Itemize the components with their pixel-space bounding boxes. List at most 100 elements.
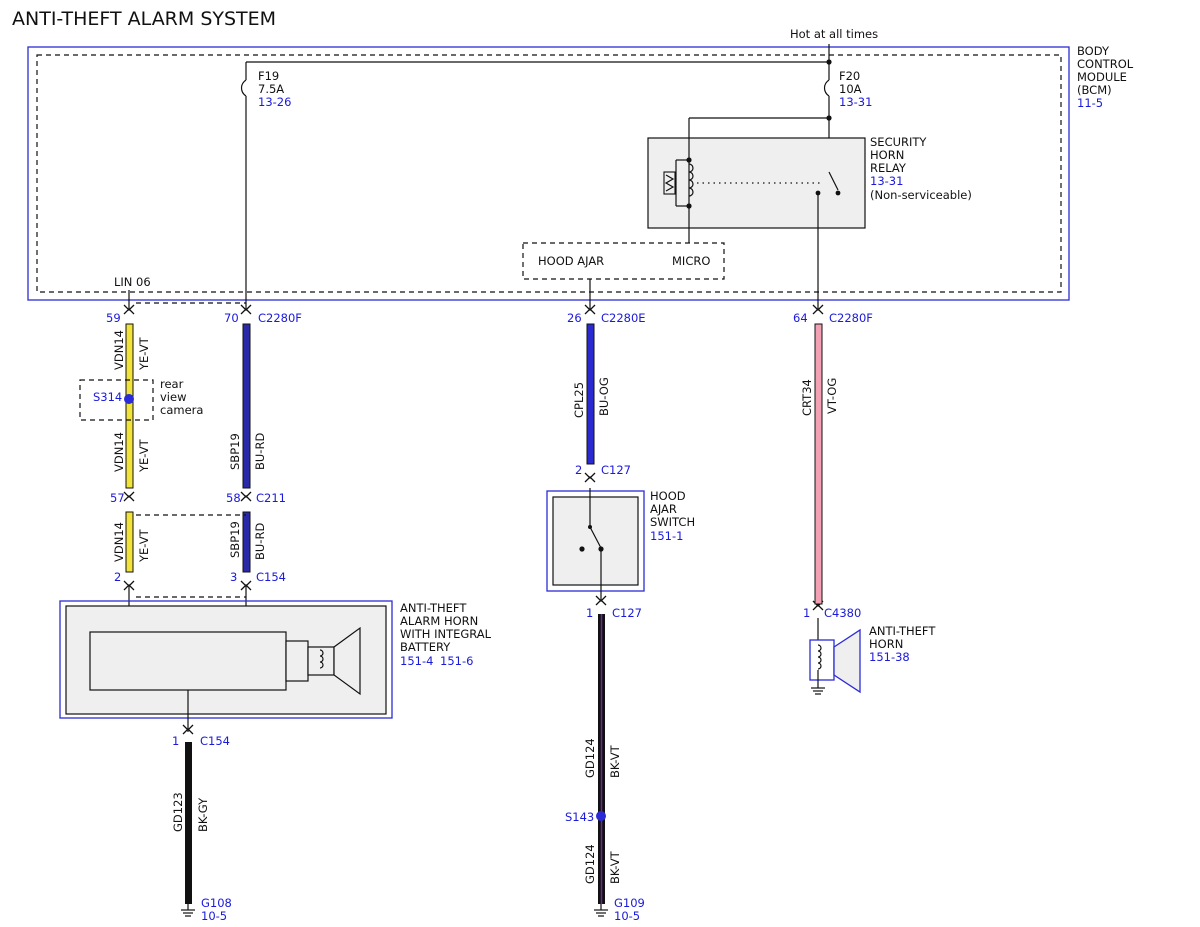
svg-text:GD124: GD124 (583, 738, 597, 778)
connector-c154: C154 (256, 570, 286, 584)
svg-text:10-5: 10-5 (201, 909, 227, 923)
bcm-outer-border (27, 46, 1070, 301)
splice-s314-dot (124, 394, 134, 404)
wire-bu-og (586, 323, 595, 465)
svg-text:BK-VT: BK-VT (608, 744, 622, 778)
column-sbp19: 70 C2280F SBP19 BU-RD 58 C211 SBP19 BU-R… (224, 311, 302, 632)
svg-text:RELAY: RELAY (870, 161, 907, 175)
wire-bu-rd-1 (242, 323, 251, 489)
svg-text:10-5: 10-5 (614, 909, 640, 923)
bcm-label: BODY CONTROL MODULE (BCM) 11-5 (1077, 44, 1134, 110)
svg-text:BU-RD: BU-RD (253, 433, 267, 470)
security-horn-relay: SECURITY HORN RELAY 13-31 (Non-serviceab… (647, 115, 972, 310)
column-hood-ajar: 26 C2280E CPL25 BU-OG 2 C127 HOOD AJAR S… (546, 311, 695, 923)
svg-text:2: 2 (575, 463, 582, 477)
svg-text:AJAR: AJAR (650, 502, 677, 516)
svg-text:(BCM): (BCM) (1077, 83, 1112, 97)
svg-text:CONTROL: CONTROL (1077, 57, 1134, 71)
hot-at-all-times-label: Hot at all times (790, 27, 878, 41)
hood-switch-blade (589, 526, 602, 549)
ground-column-g108: 1 C154 GD123 BK-GY G108 10-5 (171, 734, 232, 923)
svg-text:1: 1 (803, 606, 810, 620)
alarm-horn-icon (285, 640, 309, 682)
connector-c2280f: C2280F (258, 311, 302, 325)
svg-text:VDN14: VDN14 (112, 330, 126, 370)
wire-bk-gy (185, 742, 192, 904)
svg-text:BODY: BODY (1077, 44, 1110, 58)
connector-c127-upper: C127 (601, 463, 631, 477)
connector-chevrons (123, 304, 824, 735)
svg-text:ALARM HORN: ALARM HORN (400, 614, 478, 628)
connector-chevron-4 (812, 304, 824, 315)
svg-text:VDN14: VDN14 (112, 432, 126, 472)
hood-switch-ref: 151-1 (650, 529, 683, 543)
connector-c154-lower: C154 (200, 734, 230, 748)
fuse-f20-symbol (823, 79, 830, 97)
relay-coil-icon (663, 171, 676, 195)
svg-text:ANTI-THEFT: ANTI-THEFT (869, 624, 936, 638)
column-lin: 59 VDN14 YE-VT S314 rear view camera VDN… (79, 311, 203, 632)
connector-chevron-6 (240, 491, 252, 502)
connector-chevron-3 (584, 304, 596, 315)
svg-text:SECURITY: SECURITY (870, 135, 927, 149)
svg-text:151-4: 151-4 (400, 654, 433, 668)
svg-text:F19: F19 (258, 69, 279, 83)
ground-g108: G108 (201, 896, 232, 910)
splice-s314-box (79, 379, 154, 421)
svg-text:YE-VT: YE-VT (137, 528, 151, 563)
connector-chevron-5 (123, 491, 135, 502)
connector-c4380: C4380 (824, 606, 861, 620)
connector-chevron-1 (123, 304, 135, 315)
svg-text:64: 64 (793, 311, 808, 325)
svg-text:WITH INTEGRAL: WITH INTEGRAL (400, 627, 492, 641)
svg-text:SBP19: SBP19 (228, 433, 242, 470)
anti-theft-alarm-horn: ANTI-THEFT ALARM HORN WITH INTEGRAL BATT… (59, 600, 492, 732)
svg-text:ANTI-THEFT: ANTI-THEFT (400, 601, 467, 615)
svg-text:VT-OG: VT-OG (825, 378, 839, 414)
connector-pin-70: 70 (224, 311, 239, 325)
relay-ref: 13-31 (870, 174, 903, 188)
svg-text:SBP19: SBP19 (228, 521, 242, 558)
page-title: ANTI-THEFT ALARM SYSTEM (12, 8, 276, 30)
connector-c2280f-horn: C2280F (829, 311, 873, 325)
wire-ye-vt-1 (125, 323, 134, 489)
relay-box (647, 137, 866, 229)
svg-text:BU-RD: BU-RD (253, 523, 267, 560)
connector-c2280e: C2280E (601, 311, 646, 325)
svg-text:58: 58 (226, 491, 241, 505)
svg-text:7.5A: 7.5A (258, 82, 284, 96)
svg-text:rear: rear (160, 377, 184, 391)
svg-text:BK-VT: BK-VT (608, 850, 622, 884)
hood-ajar-micro-box: HOOD AJAR MICRO (522, 242, 725, 310)
svg-text:HOOD AJAR: HOOD AJAR (538, 254, 604, 268)
ground-g109: G109 (614, 896, 645, 910)
svg-text:10A: 10A (839, 82, 862, 96)
svg-text:BU-OG: BU-OG (597, 377, 611, 416)
svg-text:BK-GY: BK-GY (196, 797, 210, 832)
svg-text:MICRO: MICRO (672, 254, 710, 268)
connector-pin-57: 57 (110, 491, 125, 505)
svg-text:view: view (160, 390, 186, 404)
splice-s143-dot (596, 811, 606, 821)
bcm-inner-box (36, 54, 1062, 293)
bcm-ref: 11-5 (1077, 96, 1103, 110)
svg-text:CPL25: CPL25 (572, 382, 586, 418)
svg-text:YE-VT: YE-VT (137, 438, 151, 473)
fuse-f19: F19 7.5A 13-26 (240, 62, 291, 310)
svg-text:26: 26 (567, 311, 582, 325)
wire-ye-vt-2 (125, 511, 134, 573)
svg-text:F20: F20 (839, 69, 860, 83)
svg-text:SWITCH: SWITCH (650, 515, 695, 529)
svg-text:BATTERY: BATTERY (400, 640, 451, 654)
splice-s143-name: S143 (565, 810, 594, 824)
connector-chevron-9 (584, 472, 596, 483)
relay-switch-blade (828, 171, 839, 191)
splice-s314-name: S314 (93, 390, 122, 404)
svg-text:3: 3 (230, 570, 237, 584)
horn-icon (809, 639, 835, 681)
svg-text:YE-VT: YE-VT (137, 336, 151, 371)
connector-c211: C211 (256, 491, 286, 505)
svg-text:GD124: GD124 (583, 844, 597, 884)
wire-vt-og (814, 323, 823, 605)
